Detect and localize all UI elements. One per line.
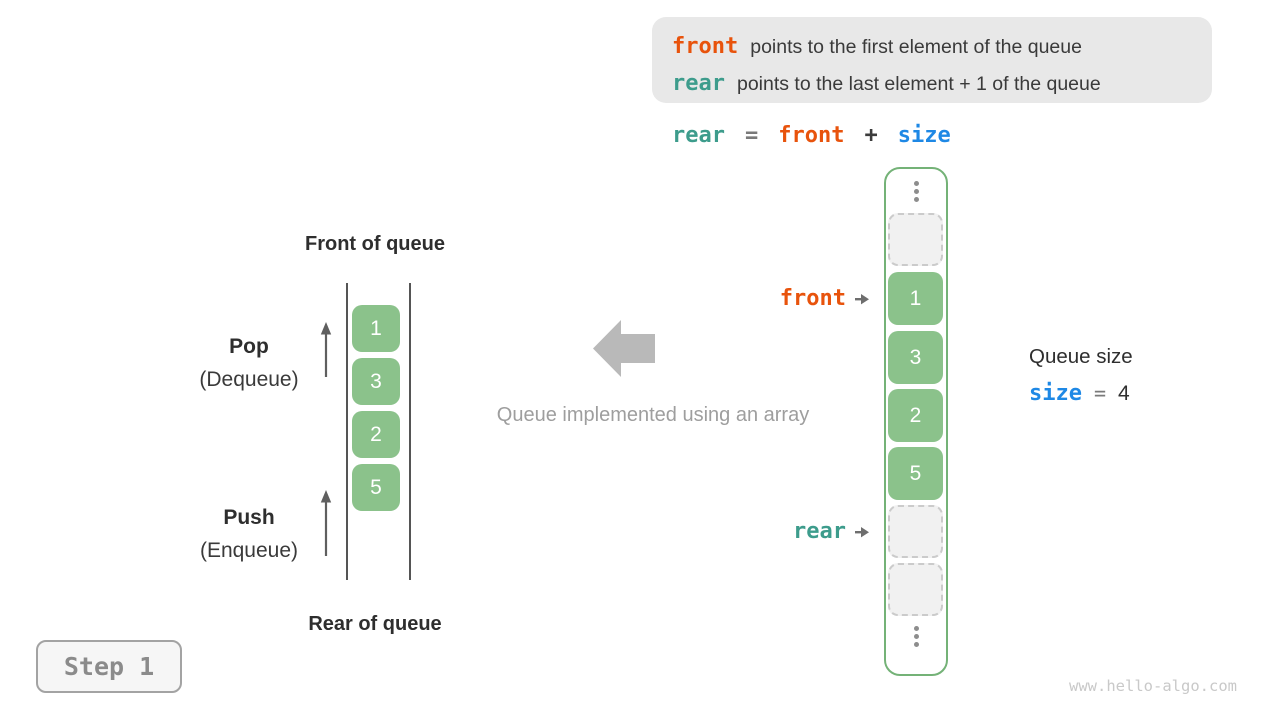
pop-label-group: Pop (Dequeue) <box>163 335 335 392</box>
front-pointer-label: front <box>779 286 846 311</box>
rear-pointer: rear <box>793 518 870 545</box>
array-container: 1 3 2 5 <box>884 167 948 676</box>
legend-box: front points to the first element of the … <box>652 17 1212 103</box>
queue-size-title: Queue size <box>1029 345 1133 368</box>
pop-title: Pop <box>229 335 269 358</box>
front-pointer: front <box>780 285 870 312</box>
array-slot-value: 5 <box>888 447 943 500</box>
array-slot-empty <box>888 563 943 616</box>
front-of-queue-label: Front of queue <box>305 233 445 255</box>
step-badge: Step 1 <box>36 640 182 693</box>
array-slot-value: 3 <box>888 331 943 384</box>
left-queue-cell: 2 <box>352 411 400 458</box>
top-ellipsis-icon <box>886 181 946 202</box>
push-subtitle: (Enqueue) <box>199 539 299 562</box>
push-title: Push <box>223 506 275 529</box>
legend-text-front: points to the first element of the queue <box>750 36 1082 58</box>
formula-lhs: rear <box>672 123 725 148</box>
size-value: 4 <box>1118 382 1130 405</box>
size-variable: size <box>1029 381 1082 406</box>
size-equals: = <box>1093 381 1107 405</box>
pop-up-arrow-icon <box>320 322 332 377</box>
pointer-arrow-icon <box>855 293 869 304</box>
legend-text-rear: points to the last element + 1 of the qu… <box>736 73 1101 95</box>
legend-code-rear: rear <box>672 71 725 96</box>
bottom-ellipsis-icon <box>886 626 946 647</box>
center-caption: Queue implemented using an array <box>496 404 810 426</box>
queue-wall-left <box>346 283 348 580</box>
array-slot-value: 2 <box>888 389 943 442</box>
left-queue-cell: 5 <box>352 464 400 511</box>
queue-wall-right <box>409 283 411 580</box>
legend-code-front: front <box>672 34 739 59</box>
watermark: www.hello-algo.com <box>1069 677 1237 695</box>
pointer-arrow-icon <box>855 526 869 537</box>
left-block-arrow-icon <box>593 320 655 377</box>
pop-subtitle: (Dequeue) <box>199 368 299 391</box>
rear-of-queue-label: Rear of queue <box>308 613 442 635</box>
left-queue-cell: 1 <box>352 305 400 352</box>
formula-size: size <box>897 123 951 148</box>
legend-line-front: front points to the first element of the … <box>672 28 1212 65</box>
array-slot-value: 1 <box>888 272 943 325</box>
push-label-group: Push (Enqueue) <box>163 506 335 563</box>
legend-line-rear: rear points to the last element + 1 of th… <box>672 65 1212 102</box>
queue-size-expression: size = 4 <box>1029 381 1130 406</box>
formula: rear = front + size <box>672 122 951 148</box>
push-up-arrow-icon <box>320 490 332 556</box>
rear-pointer-label: rear <box>793 519 846 544</box>
formula-plus: + <box>864 123 878 148</box>
formula-equals: = <box>744 123 759 148</box>
array-slot-empty <box>888 213 943 266</box>
array-slot-empty <box>888 505 943 558</box>
left-queue-cell: 3 <box>352 358 400 405</box>
formula-front: front <box>778 123 845 148</box>
